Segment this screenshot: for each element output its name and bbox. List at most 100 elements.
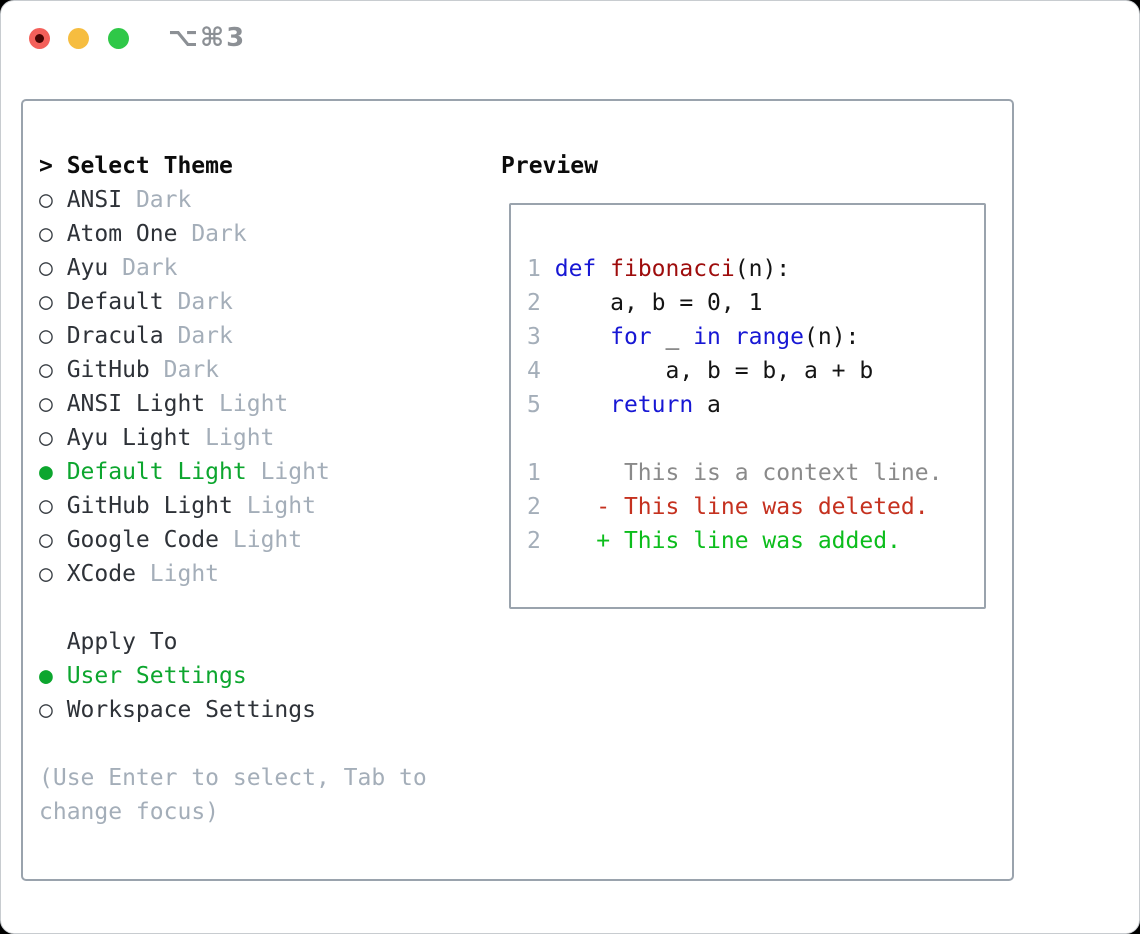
theme-option-github-light[interactable]: ○ GitHub Light Light <box>39 489 427 523</box>
code-segment-kw: for <box>610 324 652 350</box>
theme-name: ANSI Light <box>66 391 206 417</box>
code-segment-kw: def <box>554 256 597 282</box>
keyboard-hint: (Use Enter to select, Tab to change focus… <box>39 761 427 829</box>
code-line: 3 for _ in range(n): <box>527 320 984 354</box>
code-segment-plain: a <box>693 392 721 418</box>
theme-option-atom-one[interactable]: ○ Atom One Dark <box>39 217 427 251</box>
line-number: 2 <box>527 528 541 554</box>
theme-variant-label: Light <box>205 425 275 451</box>
theme-picker-panel: >Select Theme ○ANSI Dark○Atom One Dark○A… <box>21 99 1014 881</box>
theme-option-ayu[interactable]: ○Ayu Dark <box>39 251 427 285</box>
hint-line: (Use Enter to select, Tab to <box>39 765 427 791</box>
code-line: 2 a, b = 0, 1 <box>527 286 984 320</box>
apply-option-label: Workspace Settings <box>66 697 316 723</box>
theme-list-column: >Select Theme ○ANSI Dark○Atom One Dark○A… <box>39 149 427 829</box>
line-number: 1 <box>527 460 541 486</box>
code-line: 1 def fibonacci(n): <box>527 252 984 286</box>
theme-name: XCode <box>66 561 136 587</box>
radio-unselected-icon: ○ <box>39 493 53 519</box>
code-blank-line <box>527 422 984 456</box>
theme-name: GitHub Light <box>66 493 233 519</box>
preview-column: Preview 1 def fibonacci(n):2 a, b = 0, 1… <box>501 149 986 609</box>
apply-to-header: Apply To <box>66 629 178 655</box>
theme-name: Dracula <box>66 323 164 349</box>
theme-variant-label: Light <box>260 459 330 485</box>
line-number: 5 <box>527 392 541 418</box>
code-segment-plain: a, b = 0, 1 <box>554 290 763 316</box>
theme-option-default[interactable]: ○ Default Dark <box>39 285 427 319</box>
code-segment-plain <box>555 392 610 418</box>
theme-variant-label: Dark <box>177 289 233 315</box>
theme-option-dracula[interactable]: ○ Dracula Dark <box>39 319 427 353</box>
window-shortcut-label: ⌥⌘3 <box>168 23 247 53</box>
code-line: 2 - This line was deleted. <box>527 490 984 524</box>
code-line: 4 a, b = b, a + b <box>527 354 984 388</box>
theme-name: Atom One <box>66 221 178 247</box>
theme-option-ansi[interactable]: ○ANSI Dark <box>39 183 427 217</box>
code-segment-context: This is a context line. <box>554 460 943 486</box>
spacer <box>39 727 427 761</box>
code-segment-plain: _ <box>651 324 694 350</box>
code-segment-plain: (n): <box>804 324 860 350</box>
line-number: 4 <box>527 358 541 384</box>
theme-variant-label: Dark <box>191 221 247 247</box>
line-number: 2 <box>527 290 541 316</box>
radio-unselected-icon: ○ <box>39 289 53 315</box>
theme-variant-label: Dark <box>135 187 192 213</box>
theme-name: GitHub <box>66 357 150 383</box>
code-segment-kw: range <box>734 324 805 350</box>
apply-to-list: ● User Settings ○Workspace Settings <box>39 659 427 727</box>
code-segment-kw: in <box>693 324 721 350</box>
theme-name: ANSI <box>66 187 123 213</box>
minimize-traffic-light-icon[interactable] <box>68 28 89 49</box>
radio-selected-icon: ● <box>39 663 53 689</box>
code-line: 1 This is a context line. <box>527 456 984 490</box>
theme-list: ○ANSI Dark○Atom One Dark○Ayu Dark○Defaul… <box>39 183 427 591</box>
spacer <box>39 591 427 625</box>
theme-option-default-light[interactable]: ●Default Light Light <box>39 455 427 489</box>
apply-option-user-settings[interactable]: ● User Settings <box>39 659 427 693</box>
radio-unselected-icon: ○ <box>39 255 53 281</box>
theme-variant-label: Dark <box>163 357 220 383</box>
code-segment-plain <box>596 256 610 282</box>
theme-variant-label: Light <box>232 527 303 553</box>
code-segment-plain: (n): <box>734 256 791 282</box>
code-segment-kw: return <box>610 392 694 418</box>
theme-variant-label: Light <box>219 391 289 417</box>
code-segment-fn: fibonacci <box>610 256 735 282</box>
radio-unselected-icon: ○ <box>39 391 53 417</box>
theme-name: Google Code <box>66 527 220 553</box>
code-line: 2 + This line was added. <box>527 524 984 558</box>
theme-option-ayu-light[interactable]: ○ Ayu Light Light <box>39 421 427 455</box>
theme-name: Default <box>66 289 164 315</box>
apply-option-label: User Settings <box>66 663 247 689</box>
zoom-traffic-light-icon[interactable] <box>108 28 129 49</box>
code-segment-plain: a, b = b, a + b <box>554 358 874 384</box>
theme-variant-label: Light <box>246 493 316 519</box>
focus-caret-icon: > <box>39 153 53 179</box>
theme-name: Ayu <box>66 255 109 281</box>
code-segment-deleted: - This line was deleted. <box>554 494 929 520</box>
line-number: 1 <box>527 256 541 282</box>
theme-option-ansi-light[interactable]: ○ ANSI Light Light <box>39 387 427 421</box>
titlebar: ⌥⌘3 <box>1 1 1139 71</box>
code-segment-added: + This line was added. <box>554 528 901 554</box>
select-theme-header: >Select Theme <box>39 149 427 183</box>
radio-unselected-icon: ○ <box>39 221 53 247</box>
code-line: 5 return a <box>527 388 984 422</box>
theme-option-google-code[interactable]: ○Google Code Light <box>39 523 427 557</box>
theme-name: Ayu Light <box>66 425 192 451</box>
code-segment-plain <box>721 324 735 350</box>
theme-option-xcode[interactable]: ○XCode Light <box>39 557 427 591</box>
preview-title: Preview <box>501 153 598 179</box>
hint-line: change focus) <box>39 799 220 825</box>
theme-variant-label: Dark <box>177 323 233 349</box>
radio-unselected-icon: ○ <box>39 323 53 349</box>
theme-option-github[interactable]: ○ GitHub Dark <box>39 353 427 387</box>
apply-option-workspace-settings[interactable]: ○Workspace Settings <box>39 693 427 727</box>
radio-unselected-icon: ○ <box>39 357 53 383</box>
close-traffic-light-icon[interactable] <box>29 28 50 49</box>
radio-unselected-icon: ○ <box>39 425 53 451</box>
